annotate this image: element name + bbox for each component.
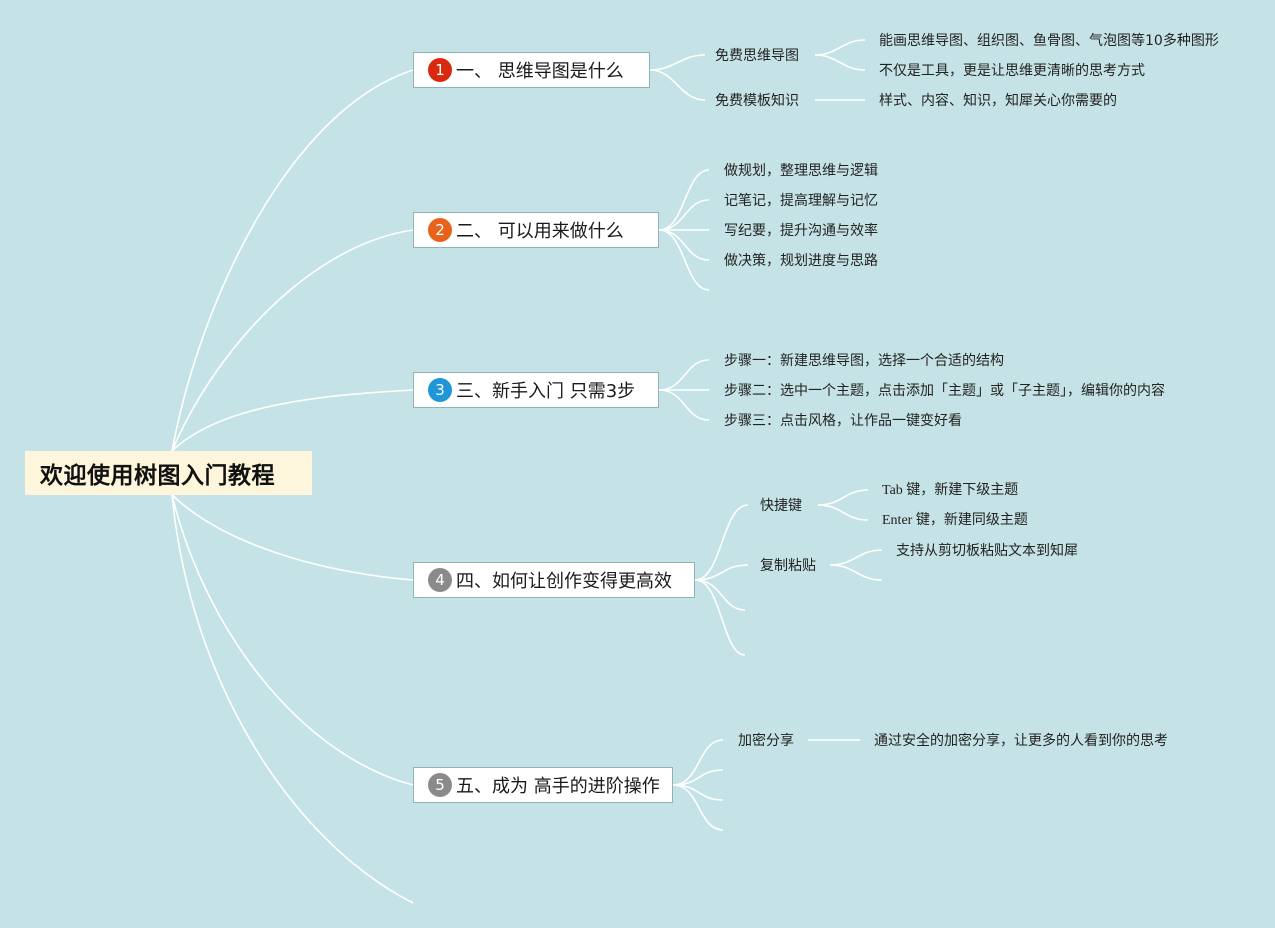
connector-root-branch-3 — [171, 389, 414, 452]
connector-b1-sub2 — [649, 69, 706, 101]
leaf-topic[interactable]: 通过安全的加密分享，让更多的人看到你的思考 — [874, 733, 1168, 749]
leaf-topic[interactable]: 支持从剪切板粘贴文本到知犀 — [896, 543, 1078, 559]
number-badge-icon: 3 — [428, 378, 452, 402]
subtopic-copy-paste[interactable]: 复制粘贴 — [760, 558, 816, 574]
root-topic[interactable]: 欢迎使用树图入门教程 — [25, 451, 312, 495]
number-badge-icon: 1 — [428, 58, 452, 82]
branch-topic-2[interactable]: 2 二、 可以用来做什么 — [413, 212, 659, 248]
branch-topic-4[interactable]: 4 四、如何让创作变得更高效 — [413, 562, 695, 598]
connector-b1-sub1-leaf2 — [814, 54, 866, 71]
connector-b2-empty — [658, 229, 710, 291]
connector-b5-empty3 — [672, 784, 724, 831]
number-badge-icon: 5 — [428, 773, 452, 797]
leaf-topic[interactable]: 步骤一：新建思维导图，选择一个合适的结构 — [724, 353, 1004, 369]
connector-b4-sub2-empty — [829, 564, 883, 581]
connector-b4-sub2 — [694, 564, 749, 581]
leaf-topic[interactable]: Tab 键，新建下级主题 — [882, 483, 1019, 498]
leaf-topic[interactable]: Enter 键，新建同级主题 — [882, 513, 1028, 528]
branch-topic-1[interactable]: 1 一、 思维导图是什么 — [413, 52, 650, 88]
branch-topic-label: 四、如何让创作变得更高效 — [456, 571, 672, 592]
leaf-topic[interactable]: 写纪要，提升沟通与效率 — [724, 223, 878, 239]
connector-b4-empty1 — [694, 579, 746, 611]
connector-b5-sub1 — [672, 739, 724, 786]
connector-b4-sub1 — [694, 504, 749, 581]
connector-b4-sub1-leaf1 — [817, 489, 869, 506]
connector-b1-sub1 — [649, 54, 706, 71]
connector-b1-sub1-leaf1 — [814, 39, 866, 56]
connector-b4-empty2 — [694, 579, 746, 656]
connector-b2-item2 — [658, 199, 710, 231]
leaf-topic[interactable]: 做规划，整理思维与逻辑 — [724, 163, 878, 179]
connector-b2-item1 — [658, 169, 710, 231]
connector-root-extra — [171, 494, 414, 904]
leaf-topic[interactable]: 能画思维导图、组织图、鱼骨图、气泡图等10多种图形 — [879, 33, 1219, 49]
connector-b5-empty2 — [672, 784, 724, 801]
branch-topic-3[interactable]: 3 三、新手入门 只需3步 — [413, 372, 659, 408]
connector-b4-sub1-leaf2 — [817, 504, 869, 521]
connector-b3-item1 — [658, 359, 710, 391]
branch-topic-5[interactable]: 5 五、成为 高手的进阶操作 — [413, 767, 673, 803]
subtopic-free-templates[interactable]: 免费模板知识 — [715, 93, 799, 109]
connector-root-branch-1 — [171, 69, 414, 452]
branch-topic-label: 五、成为 高手的进阶操作 — [456, 776, 660, 797]
root-topic-label: 欢迎使用树图入门教程 — [40, 463, 275, 489]
number-badge-icon: 4 — [428, 568, 452, 592]
leaf-topic[interactable]: 样式、内容、知识，知犀关心你需要的 — [879, 93, 1117, 109]
branch-topic-label: 二、 可以用来做什么 — [456, 221, 624, 242]
leaf-topic[interactable]: 步骤二：选中一个主题，点击添加「主题」或「子主题」，编辑你的内容 — [724, 383, 1165, 399]
leaf-topic[interactable]: 记笔记，提高理解与记忆 — [724, 193, 878, 209]
subtopic-encrypted-share[interactable]: 加密分享 — [738, 733, 794, 749]
number-badge-icon: 2 — [428, 218, 452, 242]
leaf-topic[interactable]: 不仅是工具，更是让思维更清晰的思考方式 — [879, 63, 1145, 79]
connector-b2-item4 — [658, 229, 710, 261]
branch-topic-label: 三、新手入门 只需3步 — [456, 381, 636, 402]
connector-b4-sub2-leaf1 — [829, 549, 883, 566]
connector-root-branch-5 — [171, 494, 414, 786]
leaf-topic[interactable]: 步骤三：点击风格，让作品一键变好看 — [724, 413, 962, 429]
connector-b3-item3 — [658, 389, 710, 421]
subtopic-free-mindmap[interactable]: 免费思维导图 — [715, 48, 799, 64]
connector-root-branch-4 — [171, 494, 414, 581]
connector-root-branch-2 — [171, 229, 414, 452]
subtopic-shortcuts[interactable]: 快捷键 — [760, 498, 802, 514]
connector-b5-empty1 — [672, 769, 724, 786]
branch-topic-label: 一、 思维导图是什么 — [456, 61, 624, 82]
leaf-topic[interactable]: 做决策，规划进度与思路 — [724, 253, 878, 269]
